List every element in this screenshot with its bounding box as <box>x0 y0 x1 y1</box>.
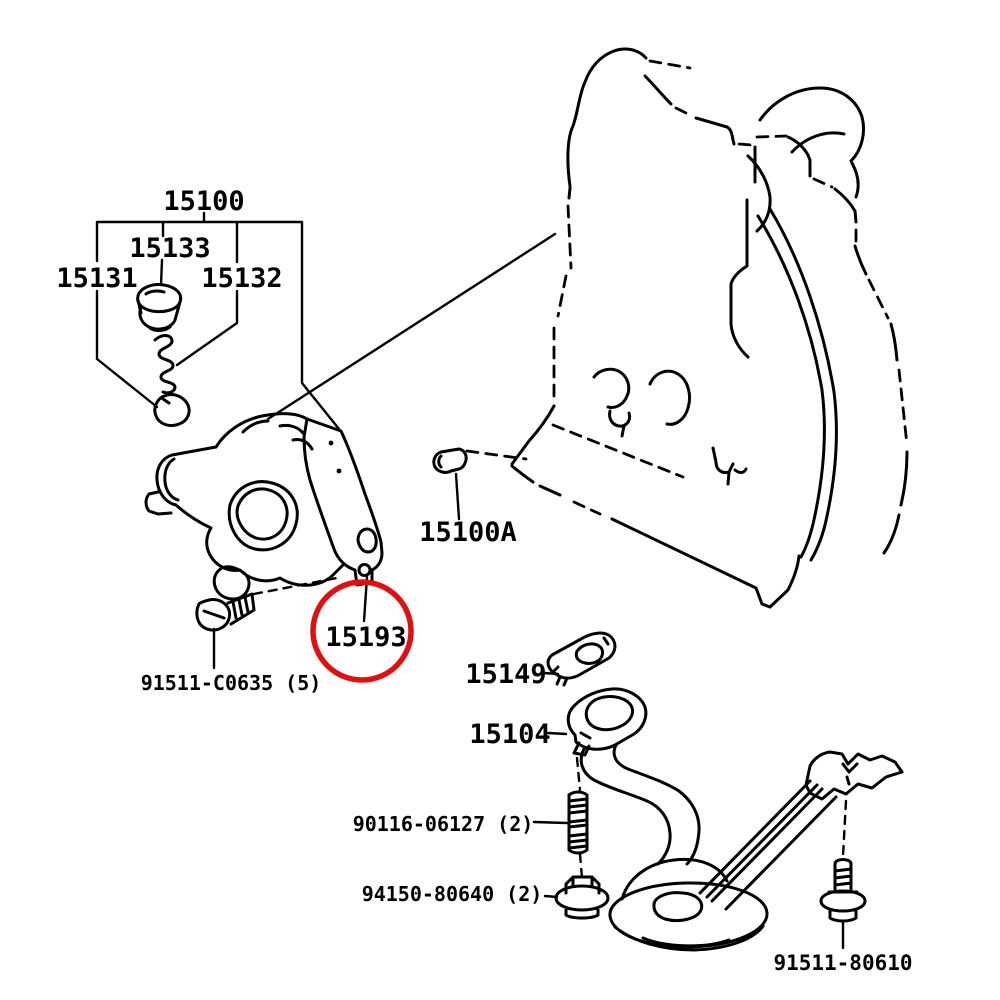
part-label-90116-06127[interactable]: 90116-06127 (2) <box>353 812 534 836</box>
part-label-91511-c0635[interactable]: 91511-C0635 (5) <box>141 671 322 695</box>
oil-strainer-drawing <box>566 687 904 952</box>
part-label-15100[interactable]: 15100 <box>163 186 244 217</box>
bracket-lines <box>95 211 341 431</box>
stud-body <box>567 790 589 855</box>
gasket-hole-dot <box>336 468 342 474</box>
part-labels: 15100 15133 15131 15132 15100A 15193 915… <box>56 186 912 975</box>
oil-pump-body <box>144 412 346 601</box>
highlight-circle <box>310 579 414 683</box>
part-label-15104[interactable]: 15104 <box>469 719 550 750</box>
gasket-hole-dot <box>328 440 334 446</box>
part-label-15133[interactable]: 15133 <box>129 233 210 264</box>
pump-bolt-body <box>195 592 256 632</box>
part-label-15193[interactable]: 15193 <box>325 622 406 653</box>
strainer-bell <box>608 857 769 952</box>
engine-block-hidden-lines <box>465 59 909 516</box>
plug-15133-drawing <box>136 283 183 332</box>
leader-lines-dashed <box>575 756 848 880</box>
pump-bolt-axis-dashes <box>252 575 344 596</box>
label-bracket-15100 <box>95 211 341 431</box>
gasket-15149-body <box>546 631 617 687</box>
part-label-15149[interactable]: 15149 <box>465 659 546 690</box>
leader-lines-solid <box>212 472 845 950</box>
plug-15100a-body <box>432 447 468 474</box>
engine-block-outline <box>510 47 909 609</box>
strainer-brace <box>698 750 904 911</box>
bolt-91511-80610-drawing <box>819 858 867 923</box>
engine-block-drawing <box>465 47 909 609</box>
part-label-94150-80640[interactable]: 94150-80640 (2) <box>362 882 543 906</box>
valve-15131-drawing <box>153 393 191 428</box>
part-label-15131[interactable]: 15131 <box>56 263 137 294</box>
strainer-flange <box>566 687 648 757</box>
pump-bolt-drawing <box>195 575 344 632</box>
nut-94150-drawing <box>554 875 610 920</box>
stud-90116-drawing <box>567 790 589 855</box>
bolt-80610-body <box>819 858 867 923</box>
spring-15132-drawing <box>153 334 177 395</box>
relief-valve-parts-drawing <box>136 283 191 428</box>
part-label-15100a[interactable]: 15100A <box>419 517 517 548</box>
nut-body <box>554 875 610 920</box>
oil-pump-drawing <box>144 232 557 601</box>
pump-gasket-plate <box>302 417 384 587</box>
strainer-pipe <box>579 743 701 866</box>
plug-15100a-drawing <box>432 447 468 474</box>
leader-lines <box>212 472 848 950</box>
part-label-15132[interactable]: 15132 <box>201 263 282 294</box>
gasket-15149-drawing <box>546 631 617 687</box>
part-label-91511-80610[interactable]: 91511-80610 <box>773 951 912 975</box>
pump-to-block-line <box>266 232 557 421</box>
